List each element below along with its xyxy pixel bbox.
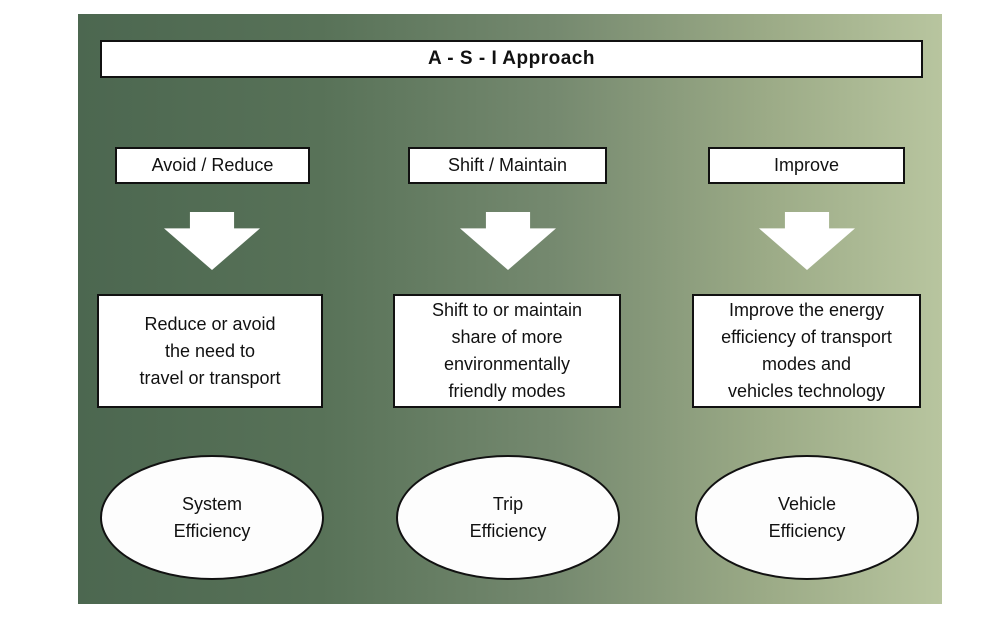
description-box-improve: Improve the energy efficiency of transpo… [692, 294, 921, 408]
description-text-improve: Improve the energy efficiency of transpo… [721, 300, 892, 401]
description-box-avoid-reduce: Reduce or avoid the need to travel or tr… [97, 294, 323, 408]
description-text-shift-maintain: Shift to or maintain share of more envir… [431, 300, 583, 401]
header-box-improve: Improve [708, 147, 905, 184]
down-arrow-icon [759, 212, 855, 270]
ellipse-trip-efficiency: Trip Efficiency [396, 455, 620, 580]
header-box-avoid-reduce: Avoid / Reduce [115, 147, 310, 184]
ellipse-label-trip-efficiency: Trip Efficiency [469, 493, 547, 541]
header-label-avoid-reduce: Avoid / Reduce [151, 155, 274, 175]
header-box-shift-maintain: Shift / Maintain [408, 147, 607, 184]
down-arrow-icon [460, 212, 556, 270]
description-box-shift-maintain: Shift to or maintain share of more envir… [393, 294, 621, 408]
header-label-improve: Improve [773, 155, 840, 175]
ellipse-label-system-efficiency: System Efficiency [173, 493, 251, 541]
header-label-shift-maintain: Shift / Maintain [447, 155, 568, 175]
asi-diagram-panel: A - S - I Approach Avoid / Reduce Reduce… [78, 14, 942, 604]
description-text-avoid-reduce: Reduce or avoid the need to travel or tr… [139, 313, 281, 388]
ellipse-vehicle-efficiency: Vehicle Efficiency [695, 455, 919, 580]
ellipse-label-vehicle-efficiency: Vehicle Efficiency [768, 493, 846, 541]
ellipse-system-efficiency: System Efficiency [100, 455, 324, 580]
diagram-title-box: A - S - I Approach [100, 40, 923, 78]
diagram-title: A - S - I Approach [428, 48, 595, 69]
down-arrow-icon [164, 212, 260, 270]
